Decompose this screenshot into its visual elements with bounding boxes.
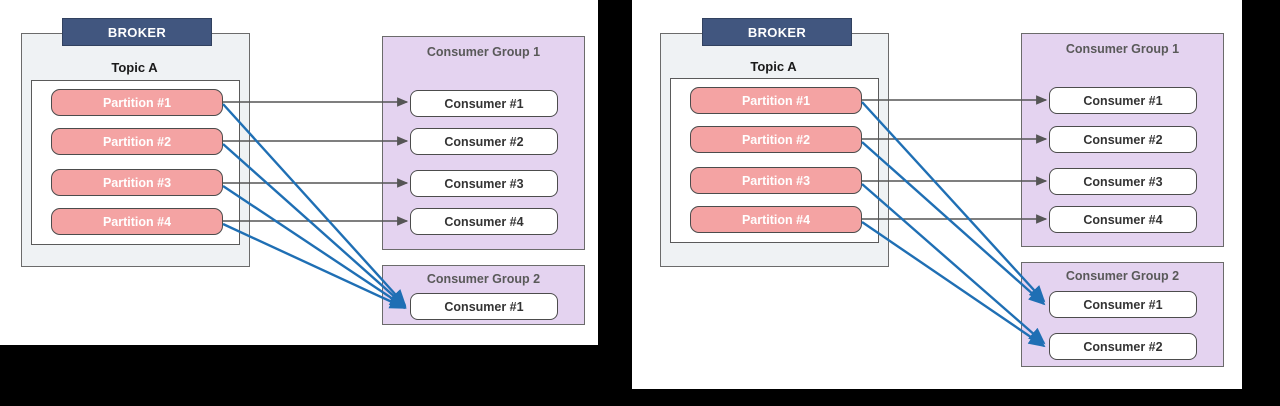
consumer-group-1-title: Consumer Group 1 [1065, 42, 1180, 56]
edge-p2-g2c1 [861, 141, 1046, 306]
topic-label-left: Topic A [111, 59, 158, 75]
consumer-box[interactable]: Consumer #2 [410, 128, 558, 155]
consumer-box[interactable]: Consumer #3 [1049, 168, 1197, 195]
consumer-box[interactable]: Consumer #2 [1049, 333, 1197, 360]
edge-p1-g2c1 [861, 101, 1046, 303]
diagram-panel-left: BROKER Topic A Partition #1 Partition #2… [0, 0, 598, 345]
consumer-box[interactable]: Consumer #4 [410, 208, 558, 235]
edge-p4-g2c2 [861, 221, 1046, 348]
diagram-panel-right: BROKER Topic A Partition #1 Partition #2… [632, 0, 1242, 389]
consumer-group-2-title: Consumer Group 2 [426, 272, 541, 286]
partition-box[interactable]: Partition #1 [51, 89, 223, 116]
consumer-box[interactable]: Consumer #2 [1049, 126, 1197, 153]
consumer-group-2-title: Consumer Group 2 [1065, 269, 1180, 283]
partition-box[interactable]: Partition #3 [51, 169, 223, 196]
edge-p4-g2c1 [222, 222, 407, 310]
partition-box[interactable]: Partition #4 [51, 208, 223, 235]
consumer-box[interactable]: Consumer #1 [1049, 87, 1197, 114]
partition-box[interactable]: Partition #4 [690, 206, 862, 233]
edge-p3-g2c2 [861, 183, 1046, 345]
edge-p3-g2c1 [222, 185, 407, 309]
consumer-box[interactable]: Consumer #1 [410, 90, 558, 117]
partition-box[interactable]: Partition #1 [690, 87, 862, 114]
partition-box[interactable]: Partition #2 [690, 126, 862, 153]
edge-p2-g2c1 [222, 143, 407, 308]
edge-p1-g2c1 [222, 103, 407, 307]
broker-banner-right: BROKER [702, 18, 852, 46]
consumer-group-1-title: Consumer Group 1 [426, 45, 541, 59]
consumer-box[interactable]: Consumer #4 [1049, 206, 1197, 233]
consumer-box[interactable]: Consumer #1 [1049, 291, 1197, 318]
consumer-box[interactable]: Consumer #1 [410, 293, 558, 320]
partition-box[interactable]: Partition #3 [690, 167, 862, 194]
partition-box[interactable]: Partition #2 [51, 128, 223, 155]
broker-banner-left: BROKER [62, 18, 212, 46]
topic-label-right: Topic A [750, 58, 797, 74]
consumer-box[interactable]: Consumer #3 [410, 170, 558, 197]
